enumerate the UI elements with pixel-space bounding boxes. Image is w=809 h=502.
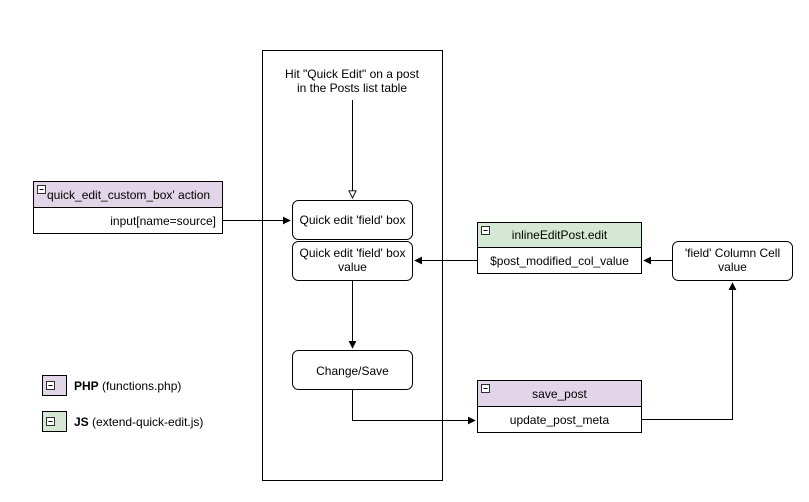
qe-field-value-line-2: value [338,260,367,274]
legend-php-rest: (functions.php) [99,379,182,393]
change-save-box: Change/Save [292,350,413,390]
legend-js-rest: (extend-quick-edit.js) [89,415,204,429]
qe-field-value-box: Quick edit 'field' box value [292,241,413,281]
qe-field-box-label: Quick edit 'field' box [300,213,406,227]
legend-js-bold: JS [74,415,89,429]
collapse-minus-icon [46,417,55,426]
save-post-box: save_post update_post_meta [477,380,642,433]
column-cell-line-1: 'field' Column Cell [685,246,780,260]
collapse-minus-icon [46,381,55,390]
collapse-minus-icon[interactable] [37,185,46,194]
change-save-label: Change/Save [316,364,389,378]
legend-php-label: PHP (functions.php) [74,379,181,393]
legend-php: PHP (functions.php) [42,375,181,396]
save-post-body [477,406,642,433]
column-cell-line-2: value [718,260,747,274]
lane-title-line-2: in the Posts list table [297,81,407,95]
action-box: quick_edit_custom_box' action input[name… [33,181,223,234]
inline-edit-title: inlineEditPost.edit [512,228,608,242]
action-box-row: input[name=source] [110,214,216,228]
action-box-title: quick_edit_custom_box' action [47,188,210,202]
collapse-minus-icon[interactable] [481,226,490,235]
qe-field-value-line-1: Quick edit 'field' box [300,246,406,260]
action-box-header [33,181,223,208]
inline-edit-box: inlineEditPost.edit $post_modified_col_v… [477,222,642,274]
legend-php-bold: PHP [74,379,99,393]
save-post-title: save_post [532,387,587,401]
column-cell-box: 'field' Column Cell value [672,241,793,281]
inline-edit-row: $post_modified_col_value [490,254,629,268]
inline-edit-header [477,222,642,248]
legend-js: JS (extend-quick-edit.js) [42,411,203,432]
edge-save-post-to-column-cell [641,282,737,420]
lane-title-line-1: Hit "Quick Edit" on a post [285,67,420,81]
save-post-header [477,380,642,407]
save-post-row: update_post_meta [510,413,610,427]
qe-field-box: Quick edit 'field' box [292,200,413,240]
edge-change-save-to-save-post [352,390,476,425]
collapse-minus-icon[interactable] [481,384,490,393]
action-box-body [33,207,223,234]
inline-edit-body [477,247,642,274]
legend-js-label: JS (extend-quick-edit.js) [74,415,203,429]
